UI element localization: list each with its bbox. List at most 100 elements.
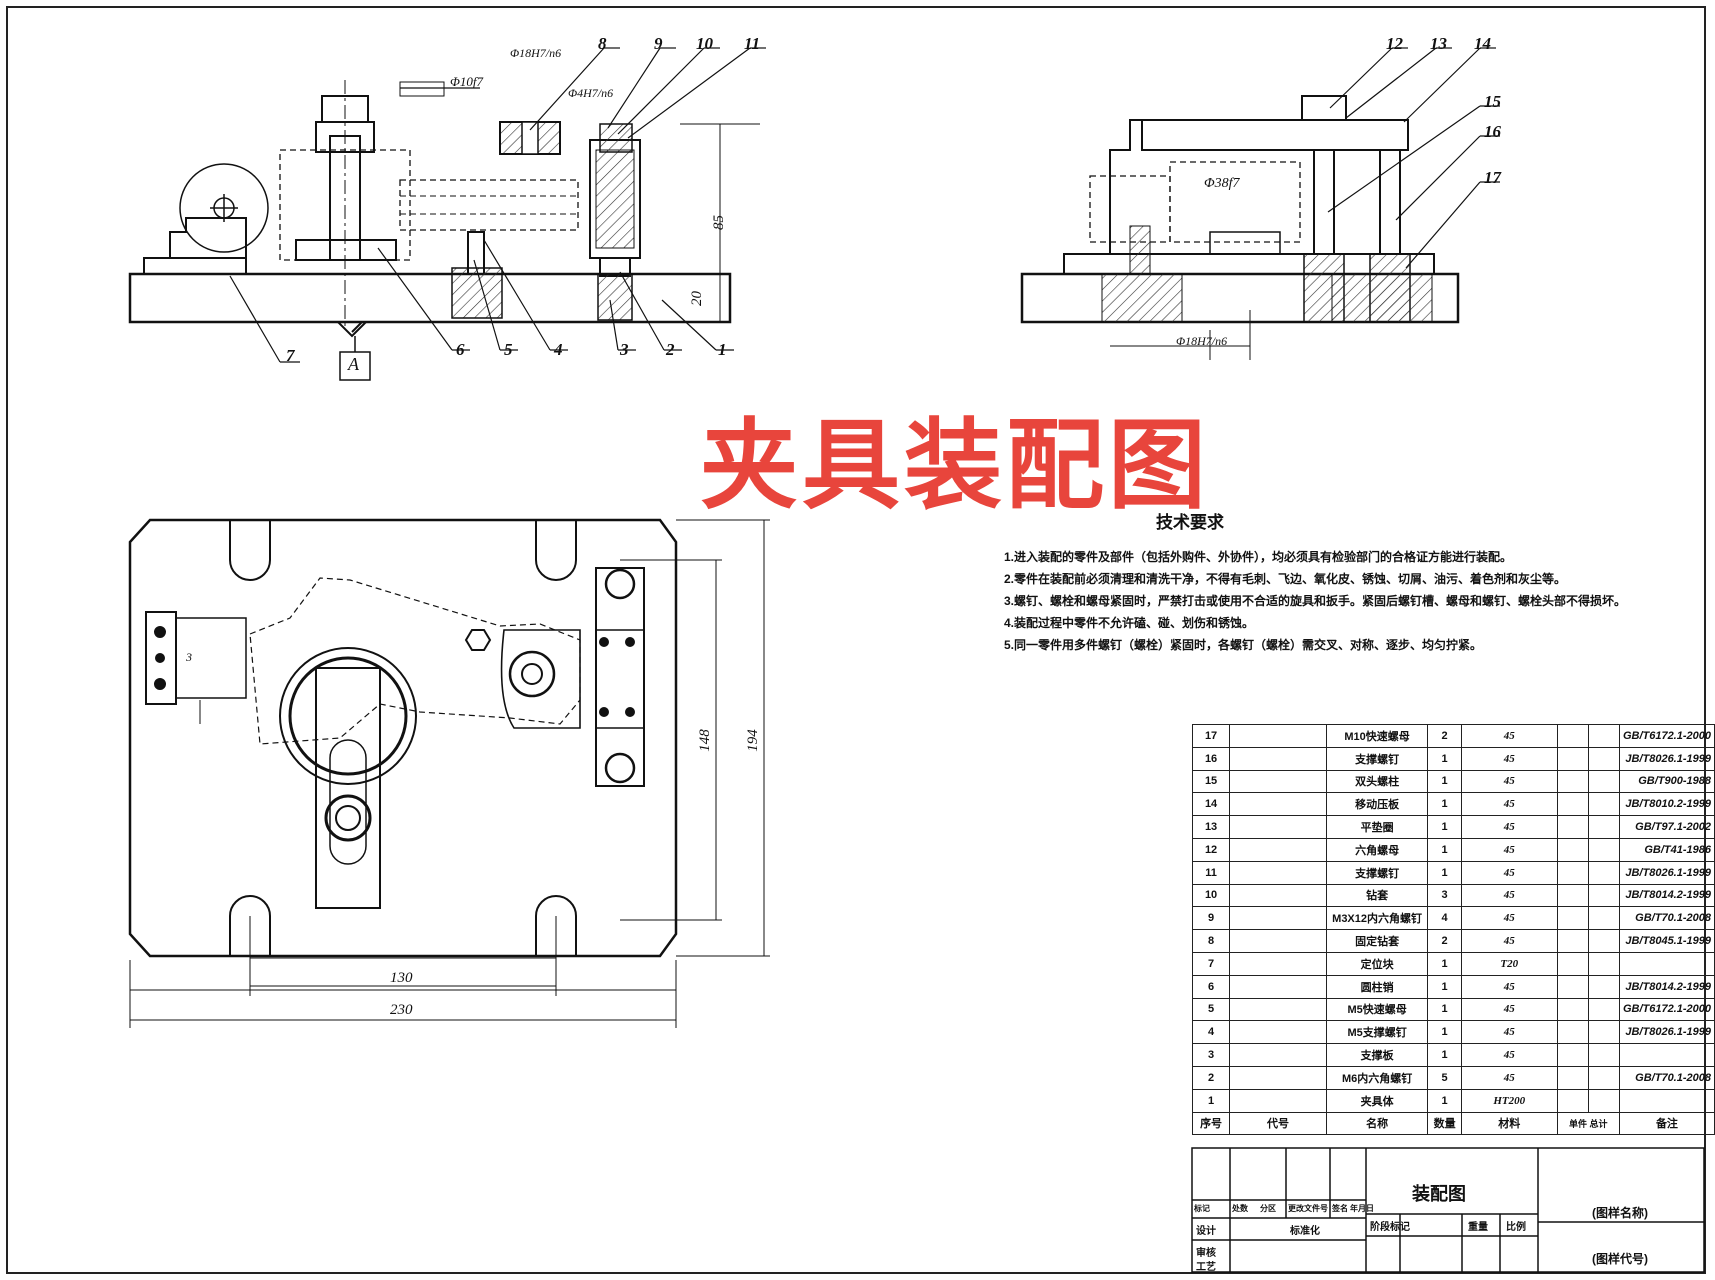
part-name: (图样名称) (1592, 1206, 1648, 1220)
std-label: 标准化 (1290, 1226, 1320, 1237)
bom-cell-weight-unit (1556, 997, 1589, 1022)
bom-header-qty: 数量 (1427, 1111, 1462, 1136)
bom-cell-qty: 1 (1427, 746, 1462, 771)
bom-cell-std: JB/T8045.1-1999 (1618, 929, 1715, 953)
bom-cell-qty: 2 (1427, 929, 1462, 953)
bom-cell-mat: 45 (1460, 769, 1558, 794)
bom-cell-qty: 5 (1427, 1065, 1462, 1090)
bom-cell-weight-total (1587, 1065, 1620, 1090)
bom-cell-qty: 1 (1427, 769, 1462, 794)
bom-cell-mat: 45 (1460, 883, 1558, 908)
bom-cell-mat: 45 (1460, 929, 1558, 953)
bom-cell-code (1229, 1043, 1327, 1067)
bom-cell-no: 4 (1191, 1020, 1231, 1045)
bom-cell-weight-unit (1556, 974, 1589, 999)
bom-header-weight: 单件 总计 (1556, 1111, 1620, 1136)
front-leaders (229, 47, 766, 363)
bom-cell-code (1229, 929, 1327, 953)
bom-cell-code (1229, 997, 1327, 1022)
dim-20: 20 (689, 291, 705, 306)
bom-cell-weight-unit (1556, 1020, 1589, 1045)
bom-header-note: 备注 (1618, 1111, 1715, 1136)
stage-label: 阶段标记 (1370, 1222, 1410, 1233)
bom-cell-no: 6 (1191, 974, 1231, 999)
bom-cell-weight-total (1587, 1020, 1620, 1045)
locating-block-7 (169, 217, 247, 258)
bom-cell-std: JB/T8026.1-1999 (1618, 1020, 1715, 1045)
bom-cell-qty: 2 (1427, 724, 1462, 748)
bom-cell-no: 10 (1191, 883, 1231, 908)
tech-requirements-title: 技术要求 (1156, 513, 1224, 532)
bom-cell-name: 移动压板 (1325, 792, 1429, 817)
bom-cell-weight-unit (1556, 906, 1589, 931)
plan-view (128, 518, 770, 1028)
bom-cell-code (1229, 906, 1327, 931)
weight-label: 重量 (1468, 1222, 1488, 1233)
bom-cell-std: JB/T8014.2-1999 (1618, 974, 1715, 999)
bom-cell-std: GB/T70.1-2008 (1618, 1065, 1715, 1090)
bom-cell-weight-unit (1556, 792, 1589, 817)
callout-7: 7 (286, 346, 295, 365)
bom-cell-mat: 45 (1460, 860, 1558, 885)
tech-item-3: 3.螺钉、螺栓和螺母紧固时，严禁打击或使用不合适的旋具和扳手。紧固后螺钉槽、螺母… (1004, 594, 1627, 608)
dim-194: 194 (744, 729, 761, 752)
bom-cell-weight-total (1587, 906, 1620, 931)
bom-cell-name: 双头螺柱 (1325, 769, 1429, 794)
drawing-name: 装配图 (1412, 1184, 1466, 1204)
clamp-arm (315, 667, 381, 909)
callout-8: 8 (598, 34, 607, 53)
bom-cell-weight-total (1587, 997, 1620, 1022)
callout-1: 1 (718, 340, 727, 359)
scale-label: 比例 (1506, 1222, 1526, 1233)
tech-item-2: 2.零件在装配前必须清理和清洗干净，不得有毛刺、飞边、氧化皮、锈蚀、切屑、油污、… (1004, 572, 1567, 586)
bom-header-code: 代号 (1229, 1111, 1327, 1136)
bom-cell-weight-total (1587, 837, 1620, 862)
bom-cell-name: M5支撑螺钉 (1325, 1020, 1429, 1045)
side-leaders (1327, 47, 1500, 269)
bom-cell-name: 支撑板 (1325, 1043, 1429, 1067)
bom-cell-no: 13 (1191, 815, 1231, 839)
callout-15: 15 (1484, 92, 1501, 111)
bom-cell-name: M5快速螺母 (1325, 997, 1429, 1022)
callout-2: 2 (666, 340, 675, 359)
bom-cell-mat: HT200 (1460, 1088, 1558, 1113)
bom-cell-no: 9 (1191, 906, 1231, 931)
bom-cell-weight-unit (1556, 929, 1589, 953)
bom-cell-mat: 45 (1460, 1065, 1558, 1090)
bom-cell-mat: 45 (1460, 997, 1558, 1022)
bom-cell-no: 17 (1191, 724, 1231, 748)
bom-header-mat: 材料 (1460, 1111, 1558, 1136)
bom-cell-mat: 45 (1460, 1020, 1558, 1045)
dim-230: 230 (390, 1002, 413, 1018)
front-view (128, 80, 760, 381)
part-code: (图样代号) (1592, 1252, 1648, 1266)
clamp-ring-outer (279, 647, 417, 785)
bom-cell-qty: 1 (1427, 1088, 1462, 1113)
bom-cell-std: GB/T6172.1-2000 (1618, 997, 1715, 1022)
base-plate-plan (128, 518, 678, 958)
bom-cell-no: 5 (1191, 997, 1231, 1022)
bom-cell-std: JB/T8026.1-1999 (1618, 860, 1715, 885)
drawing-frame (6, 6, 1706, 1274)
bom-cell-weight-unit (1556, 860, 1589, 885)
rev-label-4: 签名 (1332, 1204, 1348, 1213)
dim-130: 130 (390, 970, 413, 986)
bom-cell-name: 定位块 (1325, 951, 1429, 976)
bom-cell-weight-total (1587, 951, 1620, 976)
bom-cell-code (1229, 883, 1327, 908)
bom-header-name: 名称 (1325, 1111, 1429, 1136)
rev-label-1: 处数 (1232, 1204, 1248, 1213)
rev-label-5: 年月日 (1350, 1204, 1374, 1213)
bom-cell-code (1229, 951, 1327, 976)
bom-cell-weight-total (1587, 929, 1620, 953)
bom-cell-no: 8 (1191, 929, 1231, 953)
bom-cell-std: GB/T97.1-2002 (1618, 815, 1715, 839)
bom-cell-no: 7 (1191, 951, 1231, 976)
bom-cell-weight-unit (1556, 883, 1589, 908)
dim-fit-18: Φ18H7/n6 (510, 46, 562, 60)
